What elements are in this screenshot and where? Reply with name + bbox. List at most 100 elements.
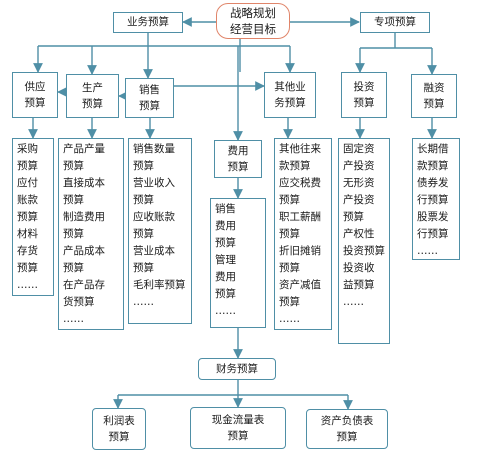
list-item: 预算 xyxy=(17,160,38,172)
production-budget-box: 生产 预算 xyxy=(66,74,119,118)
list-item: …… xyxy=(63,313,84,325)
list-item: 费用 xyxy=(215,220,236,232)
list-item: 毛利率预算 xyxy=(133,279,186,291)
list-item: 折旧摊销 xyxy=(279,245,321,257)
list-item: 预算 xyxy=(133,160,154,172)
list-item: 长期借 xyxy=(417,143,449,155)
balance-line2: 预算 xyxy=(336,431,358,443)
list-item: 预算 xyxy=(279,228,300,240)
list-item: 应付 xyxy=(17,177,38,189)
financial-budget-label: 财务预算 xyxy=(216,362,258,375)
list-item: 债券发 xyxy=(417,177,449,189)
expense-line2: 预算 xyxy=(227,161,249,173)
balance-line1: 资产负债表 xyxy=(320,415,374,427)
list-item: 产品产量 xyxy=(63,143,105,155)
other-detail-box: 其他往来 款预算 应交税费 预算 职工薪酬 预算 折旧摊销 预算 资产减值 预算… xyxy=(274,138,332,330)
list-item: 应收账款 xyxy=(133,211,175,223)
supply-budget-box: 供应 预算 xyxy=(12,72,58,118)
list-item: 预算 xyxy=(279,194,300,206)
list-item: 预算 xyxy=(215,288,236,300)
business-budget-box: 业务预算 xyxy=(113,12,183,33)
list-item: 职工薪酬 xyxy=(279,211,321,223)
balance-budget-box: 资产负债表 预算 xyxy=(306,409,388,449)
list-item: 预算 xyxy=(279,296,300,308)
list-item: 预算 xyxy=(63,160,84,172)
list-item: 行预算 xyxy=(417,194,449,206)
sales-line1: 销售 xyxy=(139,84,160,96)
list-item: 益预算 xyxy=(343,279,375,291)
financing-detail-box: 长期借 款预算 债券发 行预算 股票发 行预算 …… xyxy=(412,138,460,260)
supply-line1: 供应 xyxy=(24,81,46,93)
list-item: 销售数量 xyxy=(133,143,175,155)
production-detail-box: 产品产量 预算 直接成本 预算 制造费用 预算 产品成本 预算 在产品存 货预算… xyxy=(58,138,124,330)
other-business-budget-box: 其他业 务预算 xyxy=(264,72,316,118)
list-item: …… xyxy=(133,296,154,308)
sales-line2: 预算 xyxy=(139,100,160,112)
list-item: 预算 xyxy=(133,194,154,206)
list-item: 货预算 xyxy=(63,296,95,308)
special-budget-box: 专项预算 xyxy=(360,12,430,33)
list-item: …… xyxy=(17,279,38,291)
financing-line1: 融资 xyxy=(423,82,445,94)
sales-budget-box: 销售 预算 xyxy=(125,78,174,118)
production-line1: 生产 xyxy=(82,82,103,94)
list-item: 预算 xyxy=(63,228,84,240)
list-item: 固定资 xyxy=(343,143,375,155)
profit-line2: 预算 xyxy=(108,431,130,443)
production-line2: 预算 xyxy=(82,98,103,110)
list-item: 投资收 xyxy=(343,262,375,274)
list-item: 管理 xyxy=(215,254,236,266)
list-item: 其他往来 xyxy=(279,143,321,155)
financing-line2: 预算 xyxy=(423,98,445,110)
list-item: 预算 xyxy=(343,211,364,223)
investment-budget-box: 投资 预算 xyxy=(341,72,387,118)
list-item: 预算 xyxy=(215,237,236,249)
list-item: 营业收入 xyxy=(133,177,175,189)
list-item: 销售 xyxy=(215,203,236,215)
list-item: 采购 xyxy=(17,143,38,155)
list-item: 行预算 xyxy=(417,228,449,240)
list-item: 制造费用 xyxy=(63,211,105,223)
list-item: 投资预算 xyxy=(343,245,385,257)
list-item: 无形资 xyxy=(343,177,375,189)
profit-budget-box: 利润表 预算 xyxy=(92,408,146,450)
list-item: 预算 xyxy=(63,262,84,274)
list-item: 资产减值 xyxy=(279,279,321,291)
other-business-line1: 其他业 xyxy=(274,81,306,93)
other-business-line2: 务预算 xyxy=(274,97,306,109)
supply-line2: 预算 xyxy=(24,97,46,109)
list-item: 预算 xyxy=(133,228,154,240)
list-item: 款预算 xyxy=(417,160,449,172)
strategy-goal-line1: 战略规划 xyxy=(230,6,276,20)
investment-detail-box: 固定资 产投资 无形资 产投资 预算 产权性 投资预算 投资收 益预算 …… xyxy=(338,138,390,344)
strategy-goal-line2: 经营目标 xyxy=(230,22,276,36)
strategy-goal-box: 战略规划 经营目标 xyxy=(216,3,290,39)
business-budget-label: 业务预算 xyxy=(127,16,169,28)
list-item: 产品成本 xyxy=(63,245,105,257)
list-item: 预算 xyxy=(279,262,300,274)
list-item: …… xyxy=(279,313,300,325)
cashflow-budget-box: 现金流量表 预算 xyxy=(190,407,286,449)
list-item: …… xyxy=(417,245,438,257)
list-item: …… xyxy=(215,305,236,317)
list-item: 产投资 xyxy=(343,194,375,206)
list-item: 材料 xyxy=(17,228,38,240)
list-item: 预算 xyxy=(17,211,38,223)
profit-line1: 利润表 xyxy=(103,415,135,427)
list-item: 账款 xyxy=(17,194,38,206)
list-item: 预算 xyxy=(17,262,38,274)
sales-detail-box: 销售数量 预算 营业收入 预算 应收账款 预算 营业成本 预算 毛利率预算 …… xyxy=(128,138,192,324)
supply-detail-box: 采购 预算 应付 账款 预算 材料 存货 预算 …… xyxy=(12,138,54,296)
list-item: 款预算 xyxy=(279,160,311,172)
list-item: 应交税费 xyxy=(279,177,321,189)
list-item: 存货 xyxy=(17,245,38,257)
list-item: 费用 xyxy=(215,271,236,283)
cashflow-line1: 现金流量表 xyxy=(211,414,265,426)
list-item: 直接成本 xyxy=(63,177,105,189)
list-item: 产权性 xyxy=(343,228,375,240)
investment-line1: 投资 xyxy=(353,81,375,93)
list-item: 预算 xyxy=(63,194,84,206)
investment-line2: 预算 xyxy=(353,97,375,109)
expense-detail-box: 销售 费用 预算 管理 费用 预算 …… xyxy=(210,198,266,328)
